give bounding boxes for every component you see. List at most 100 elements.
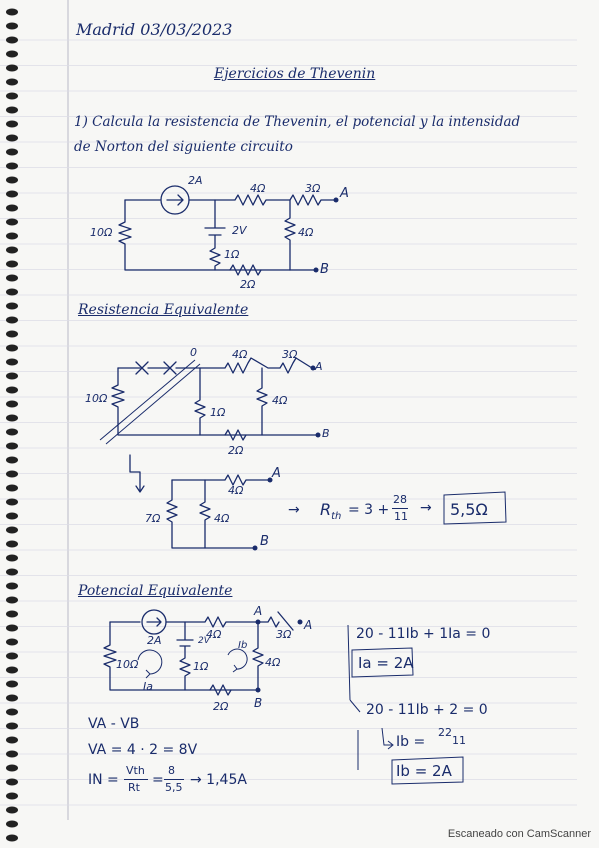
c4-node-a-top: A <box>254 604 263 618</box>
ring-hole <box>6 708 18 716</box>
ring-hole <box>6 652 18 660</box>
ring-hole <box>6 694 18 702</box>
ring-hole <box>6 820 18 828</box>
c4-r-bottom-label: 2Ω <box>213 700 229 713</box>
ring-hole <box>6 246 18 254</box>
ring-hole <box>6 64 18 72</box>
c3-r-right-label: 4Ω <box>214 512 230 525</box>
c4-node-a-right: A <box>304 618 313 632</box>
c2-r-top-left-label: 4Ω <box>232 348 248 361</box>
ring-hole <box>6 540 18 548</box>
equation-2: Ia = 2A <box>358 654 414 672</box>
equation-1: 20 - 11Ib + 1Ia = 0 <box>356 626 491 642</box>
c4-r-left-label: 10Ω <box>116 658 139 671</box>
circuit-3 <box>166 474 507 551</box>
rth-subscript: th <box>331 511 342 523</box>
ring-hole <box>6 344 18 352</box>
date-heading: Madrid 03/03/2023 <box>76 20 233 39</box>
ring-hole <box>6 470 18 478</box>
ring-hole <box>6 582 18 590</box>
rth-value: 5,5Ω <box>450 500 488 519</box>
c4-current-source-label: 2A <box>147 634 162 647</box>
c3-node-a: A <box>272 466 281 481</box>
ring-hole <box>6 778 18 786</box>
c4-source-voltage-label: 2V <box>198 636 210 646</box>
ring-hole <box>6 232 18 240</box>
ring-hole <box>6 624 18 632</box>
ring-hole <box>6 750 18 758</box>
ring-hole <box>6 568 18 576</box>
rth-label: R <box>320 500 332 519</box>
ring-hole <box>6 596 18 604</box>
ring-hole <box>6 666 18 674</box>
ring-hole <box>6 400 18 408</box>
c4-node-b: B <box>254 696 263 710</box>
c1-r-bottom-label: 2Ω <box>240 278 256 291</box>
notebook-rings <box>6 8 18 842</box>
ruled-lines <box>0 39 577 806</box>
circuit-4 <box>103 609 464 785</box>
ring-hole <box>6 316 18 324</box>
c1-r-middle-label: 1Ω <box>224 248 240 261</box>
equation-5: Ib = 2A <box>396 762 452 780</box>
rth-frac-num: 28 <box>393 493 407 506</box>
ring-hole <box>6 36 18 44</box>
ring-hole <box>6 134 18 142</box>
c1-r-right-label: 4Ω <box>298 226 314 239</box>
c2-r-bottom-label: 2Ω <box>228 444 244 457</box>
problem-statement: 1) Calcula la resistencia de Thevenin, e… <box>74 114 521 155</box>
ring-hole <box>6 806 18 814</box>
ring-hole <box>6 526 18 534</box>
equation-4-lhs: Ib = <box>396 734 426 750</box>
ring-hole <box>6 834 18 842</box>
c4-current-b-label: Ib <box>238 640 248 651</box>
ring-hole <box>6 498 18 506</box>
ring-hole <box>6 50 18 58</box>
c1-node-b: B <box>320 262 329 277</box>
scanner-watermark: Escaneado con CamScanner <box>447 828 591 840</box>
page-title: Ejercicios de Thevenin <box>214 66 376 82</box>
c3-r-left-label: 7Ω <box>145 512 161 525</box>
ring-hole <box>6 106 18 114</box>
work-frac-bar-1 <box>124 779 148 780</box>
work-line-3-mid: = <box>152 772 164 788</box>
rth-arrow: → <box>288 502 300 518</box>
ring-hole <box>6 456 18 464</box>
ring-hole <box>6 218 18 226</box>
c1-node-a: A <box>340 186 349 201</box>
ring-hole <box>6 414 18 422</box>
ring-hole <box>6 260 18 268</box>
section-resistance-title: Resistencia Equivalente <box>78 302 249 318</box>
work-line-3-num2: 8 <box>168 764 175 777</box>
equation-3: 20 - 11Ib + 2 = 0 <box>366 702 488 718</box>
ring-hole <box>6 442 18 450</box>
ring-hole <box>6 722 18 730</box>
c2-r-middle-label: 1Ω <box>210 406 226 419</box>
c4-r-top-right-label: 3Ω <box>276 628 292 641</box>
c2-node-a: A <box>315 360 323 373</box>
work-frac-bar-2 <box>164 779 184 780</box>
ring-hole <box>6 764 18 772</box>
ring-hole <box>6 22 18 30</box>
ring-hole <box>6 8 18 16</box>
section-potential-title: Potencial Equivalente <box>78 583 233 599</box>
ring-hole <box>6 204 18 212</box>
c1-r-left-label: 10Ω <box>90 226 113 239</box>
ring-hole <box>6 736 18 744</box>
c2-r-left-label: 10Ω <box>85 392 108 405</box>
rth-symbol: Rth <box>320 500 341 522</box>
circuit-1 <box>118 185 339 276</box>
c1-current-source-label: 2A <box>188 174 203 187</box>
work-line-3-num: Vth <box>126 764 145 777</box>
c1-r-top-left-label: 4Ω <box>250 182 266 195</box>
c4-current-a-label: Ia <box>143 680 153 693</box>
c4-r-middle-label: 1Ω <box>193 660 209 673</box>
equation-4-num: 22 <box>438 726 452 739</box>
equation-4-den: 11 <box>452 734 466 747</box>
ring-hole <box>6 792 18 800</box>
ring-hole <box>6 680 18 688</box>
work-line-2: VA = 4 · 2 = 8V <box>88 742 198 758</box>
ring-hole <box>6 330 18 338</box>
